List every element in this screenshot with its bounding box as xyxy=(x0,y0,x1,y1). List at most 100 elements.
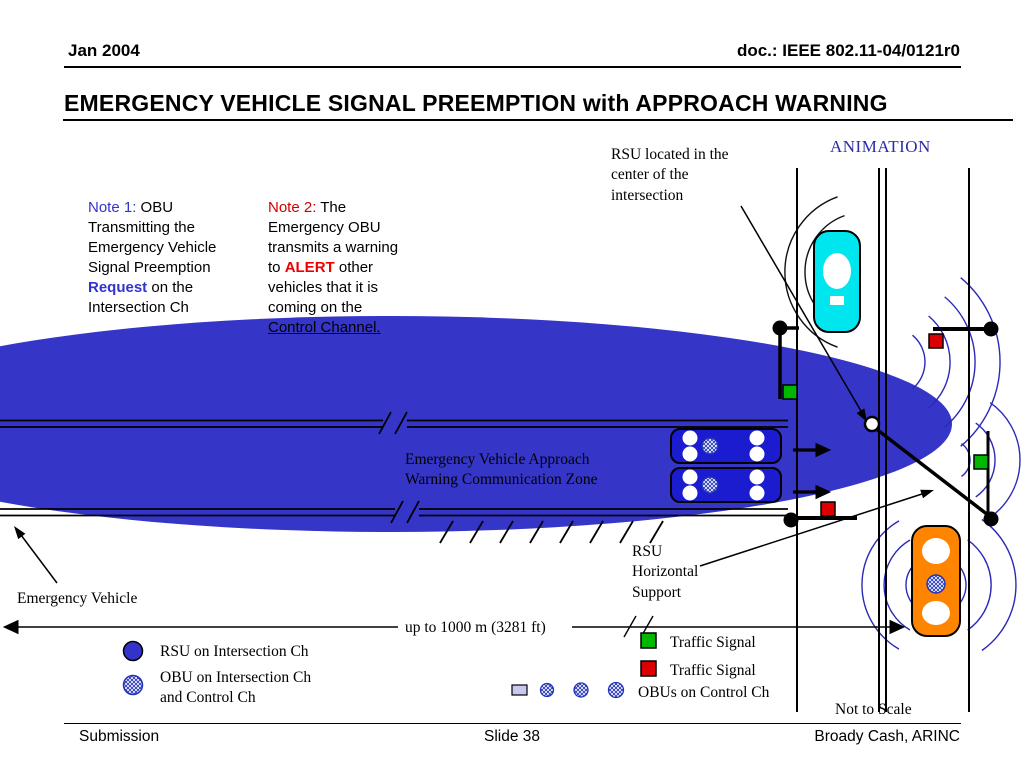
wave-arc xyxy=(928,315,951,409)
footer-slide-number: Slide 38 xyxy=(483,728,540,745)
note2-body2: other vehicles that it is coming on the xyxy=(268,259,379,316)
rsu-horizontal-support xyxy=(873,426,990,517)
legend-red-signal-label: Traffic Signal xyxy=(670,662,756,679)
note1-body1: OBU Transmitting the Emergency Vehicle S… xyxy=(88,199,217,276)
road-tick xyxy=(439,520,454,544)
distance-arrow xyxy=(2,615,906,638)
legend-rsu-icon xyxy=(122,640,144,662)
rsu-unit xyxy=(863,415,881,433)
header-rule xyxy=(64,66,961,68)
obu-icon xyxy=(701,437,719,455)
road-tick xyxy=(619,520,634,544)
legend-obus-control-label: OBUs on Control Ch xyxy=(638,684,770,701)
note2-body1: The Emergency OBU transmits a warning to xyxy=(268,199,399,276)
legend-obu-small-icon xyxy=(607,681,625,699)
signal-pole-base xyxy=(983,511,999,527)
legend-obu-small-icon xyxy=(539,682,555,698)
legend-vehicle-icon xyxy=(511,684,528,696)
car-detail xyxy=(830,296,844,305)
emergency-vehicle-group xyxy=(670,428,782,503)
obu-icon xyxy=(701,476,719,494)
wave-arc xyxy=(975,422,996,498)
arrowhead xyxy=(856,408,867,422)
legend-obu-icon xyxy=(122,674,144,696)
road-break-mark xyxy=(390,500,404,524)
footer-submission: Submission xyxy=(79,728,160,745)
footer-rule xyxy=(64,723,961,724)
note2-highlight: ALERT xyxy=(284,259,335,276)
annotation-arrows xyxy=(14,205,934,584)
rsu-location-arrow xyxy=(740,205,862,412)
header-doc-number: doc.: IEEE 802.11-04/0121r0 xyxy=(736,41,960,60)
road-break-mark xyxy=(378,411,392,435)
distance-label: up to 1000 m (3281 ft) xyxy=(405,619,546,636)
wave-arc xyxy=(861,520,900,650)
arrowhead-right xyxy=(889,619,906,635)
note2-underlined: Control Channel. xyxy=(268,319,381,336)
title-rule xyxy=(63,119,1013,121)
road-tick xyxy=(529,520,544,544)
emergency-vehicle-label: Emergency Vehicle xyxy=(17,590,138,607)
vehicle-detail xyxy=(682,430,698,446)
wave-arc xyxy=(883,539,911,631)
vehicle-detail xyxy=(749,430,765,446)
orange-car xyxy=(911,525,961,637)
rsu-support-label: RSU Horizontal Support xyxy=(632,543,699,601)
traffic-signal-green xyxy=(782,384,798,400)
header-date: Jan 2004 xyxy=(68,41,140,60)
cyan-car xyxy=(813,230,861,333)
vehicle-detail xyxy=(749,469,765,485)
lane-arrowhead xyxy=(815,484,832,500)
legend-red-signal-icon xyxy=(640,660,657,677)
legend-green-signal-label: Traffic Signal xyxy=(670,634,756,651)
note1-body2: on the Intersection Ch xyxy=(88,279,194,316)
wave-arc xyxy=(912,334,926,390)
traffic-signal-red xyxy=(928,333,944,349)
legend-green-signal-icon xyxy=(640,632,657,649)
lane-arrows xyxy=(793,442,832,500)
road-tick xyxy=(469,520,484,544)
communication-zone-ellipse xyxy=(0,316,952,532)
wave-arc xyxy=(967,539,992,631)
vehicle-detail xyxy=(682,485,698,501)
road-tick xyxy=(649,520,664,544)
not-to-scale-label: Not to Scale xyxy=(835,701,912,718)
note2-label: Note 2: xyxy=(268,199,317,216)
distance-break-mark xyxy=(623,615,637,638)
arrowhead xyxy=(14,526,26,540)
note1-highlight: Request xyxy=(88,279,148,296)
comm-zone-label: Emergency Vehicle Approach Warning Commu… xyxy=(405,451,598,489)
signal-waves-upper-right xyxy=(912,277,1001,447)
arrowhead-left xyxy=(2,619,19,635)
vehicle-detail xyxy=(682,446,698,462)
traffic-signal-green xyxy=(973,454,989,470)
vehicle-detail xyxy=(682,469,698,485)
vehicle-detail xyxy=(749,446,765,462)
wave-arc xyxy=(989,402,1021,518)
obu-icon xyxy=(926,574,946,594)
legend-icons xyxy=(122,632,657,699)
legend-obu-label: OBU on Intersection Ch and Control Ch xyxy=(160,669,312,707)
note2: Note 2: The Emergency OBU transmits a wa… xyxy=(268,198,414,338)
legend-rsu-label: RSU on Intersection Ch xyxy=(160,643,309,660)
legend-obu-small-icon xyxy=(573,682,589,698)
rsu-location-label: RSU located in the center of the interse… xyxy=(611,146,729,204)
note1-label: Note 1: xyxy=(88,199,137,216)
page-title: EMERGENCY VEHICLE SIGNAL PREEMPTION with… xyxy=(64,90,888,116)
rsu-support-arrow xyxy=(699,493,923,567)
road-tick xyxy=(499,520,514,544)
vehicle-detail xyxy=(749,485,765,501)
road-break-mark xyxy=(406,500,420,524)
note1: Note 1: OBU Transmitting the Emergency V… xyxy=(88,198,240,318)
traffic-signal-red xyxy=(820,501,836,517)
lane-arrowhead xyxy=(815,442,832,458)
animation-label: ANIMATION xyxy=(830,137,931,156)
arrowhead xyxy=(920,489,934,499)
emergency-vehicle-arrow xyxy=(20,534,58,584)
road-tick xyxy=(559,520,574,544)
wave-arc xyxy=(981,518,1017,652)
roads xyxy=(0,168,970,712)
wave-arc xyxy=(784,196,838,348)
road-tick xyxy=(589,520,604,544)
